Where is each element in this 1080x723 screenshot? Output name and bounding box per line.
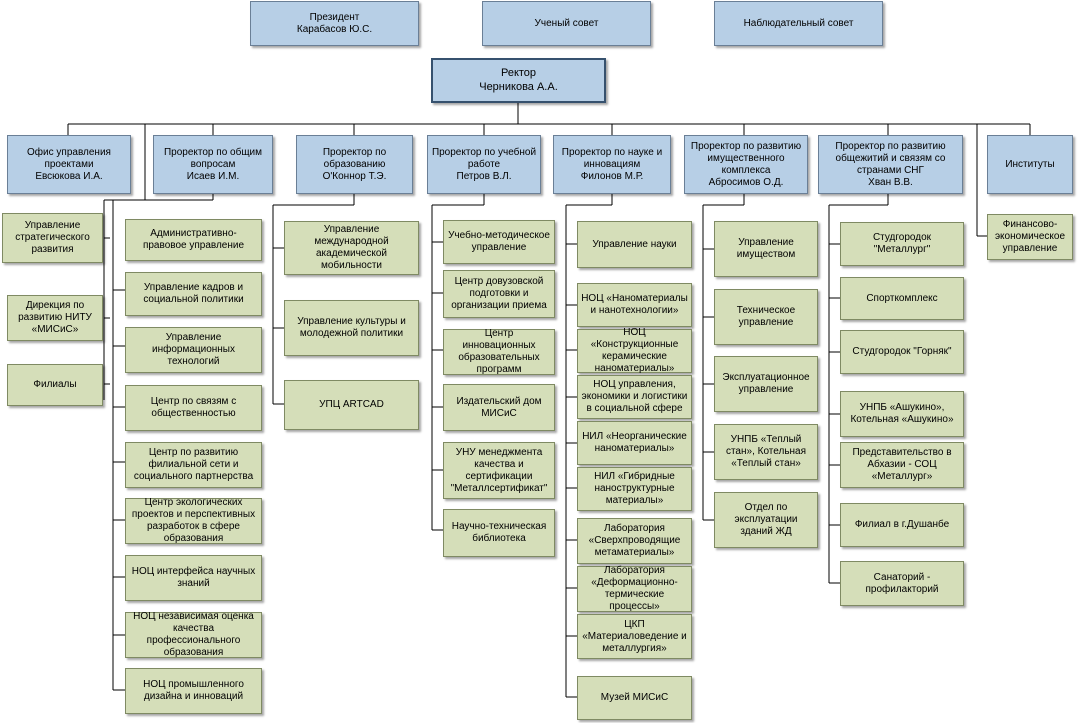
finance-department-box: Финансово-экономическое управление bbox=[987, 214, 1073, 260]
prorector-science-box: Проректор по науке и инновациям Филонов … bbox=[553, 135, 671, 194]
col6-item-6: Филиал в г.Душанбе bbox=[840, 503, 964, 547]
col5-item-5: Отдел по эксплуатации зданий ЖД bbox=[714, 492, 818, 548]
col4-item-8: Лаборатория «Деформационно-термические п… bbox=[577, 565, 692, 612]
col3-item-3: Центр инновационных образовательных прог… bbox=[443, 328, 555, 375]
col4-item-1: Управление науки bbox=[577, 221, 692, 268]
col4-item-9: ЦКП «Материаловедение и металлургия» bbox=[577, 614, 692, 659]
col5-item-3: Эксплуатационное управление bbox=[714, 356, 818, 412]
col6-item-7: Санаторий - профилакторий bbox=[840, 561, 964, 606]
col1-item-4: Центр по связям с общественностью bbox=[125, 385, 262, 431]
prorector-education-box: Проректор по образованию О'Коннор Т.Э. bbox=[296, 135, 413, 194]
col1-item-5: Центр по развитию филиальной сети и соци… bbox=[125, 442, 262, 488]
col4-item-10: Музей МИСиС bbox=[577, 676, 692, 720]
col4-item-2: НОЦ «Наноматериалы и нанотехнологии» bbox=[577, 283, 692, 327]
col1-item-7: НОЦ интерфейса научных знаний bbox=[125, 555, 262, 601]
col4-item-4: НОЦ управления, экономики и логистики в … bbox=[577, 375, 692, 419]
col3-item-6: Научно-техническая библиотека bbox=[443, 509, 555, 557]
supervisory-board-box: Наблюдательный совет bbox=[714, 1, 883, 46]
institutes-box: Институты bbox=[987, 135, 1073, 194]
strategic-development-box: Управление стратегического развития bbox=[2, 213, 103, 263]
col4-item-5: НИЛ «Неорганические наноматериалы» bbox=[577, 421, 692, 465]
col2-item-2: Управление культуры и молодежной политик… bbox=[284, 300, 419, 356]
col5-item-4: УНПБ «Теплый стан», Котельная «Теплый ст… bbox=[714, 424, 818, 480]
col1-item-1: Административно-правовое управление bbox=[125, 219, 262, 261]
col2-item-1: Управление международной академической м… bbox=[284, 221, 419, 275]
branches-box: Филиалы bbox=[7, 364, 103, 406]
col3-item-4: Издательский дом МИСиС bbox=[443, 384, 555, 431]
development-directorate-box: Дирекция по развитию НИТУ «МИСиС» bbox=[7, 295, 103, 341]
col5-item-1: Управление имуществом bbox=[714, 221, 818, 277]
col1-item-9: НОЦ промышленного дизайна и инноваций bbox=[125, 668, 262, 714]
prorector-property-box: Проректор по развитию имущественного ком… bbox=[684, 135, 808, 194]
col1-item-3: Управление информационных технологий bbox=[125, 327, 262, 373]
col1-item-2: Управление кадров и социальной политики bbox=[125, 272, 262, 316]
prorector-general-box: Проректор по общим вопросам Исаев И.М. bbox=[153, 135, 273, 194]
col6-item-3: Студгородок "Горняк" bbox=[840, 330, 964, 374]
col5-item-2: Техническое управление bbox=[714, 289, 818, 345]
col6-item-1: Студгородок "Металлург" bbox=[840, 222, 964, 266]
col4-item-3: НОЦ «Конструкционные керамические нанома… bbox=[577, 327, 692, 374]
col6-item-2: Спорткомплекс bbox=[840, 277, 964, 320]
col3-item-1: Учебно-методическое управление bbox=[443, 220, 555, 264]
col6-item-4: УНПБ «Ашукино», Котельная «Ашукино» bbox=[840, 391, 964, 437]
col3-item-5: УНУ менеджмента качества и сертификации … bbox=[443, 442, 555, 499]
col1-item-6: Центр экологических проектов и перспекти… bbox=[125, 497, 262, 544]
col3-item-2: Центр довузовской подготовки и организац… bbox=[443, 270, 555, 318]
col1-item-8: НОЦ независимая оценка качества професси… bbox=[125, 611, 262, 658]
col2-item-3: УПЦ ARTCAD bbox=[284, 380, 419, 430]
prorector-dorms-box: Проректор по развитию общежитий и связям… bbox=[818, 135, 963, 194]
president-box: Президент Карабасов Ю.С. bbox=[250, 1, 419, 46]
rector-box: Ректор Черникова А.А. bbox=[431, 58, 606, 103]
col6-item-5: Представительство в Абхазии - СОЦ «Метал… bbox=[840, 442, 964, 488]
col4-item-6: НИЛ «Гибридные наноструктурные материалы… bbox=[577, 467, 692, 511]
project-office-box: Офис управления проектами Евсюкова И.А. bbox=[7, 135, 131, 194]
col4-item-7: Лаборатория «Сверхпроводящие метаматериа… bbox=[577, 518, 692, 564]
academic-council-box: Ученый совет bbox=[482, 1, 651, 46]
prorector-academic-box: Проректор по учебной работе Петров В.Л. bbox=[427, 135, 541, 194]
